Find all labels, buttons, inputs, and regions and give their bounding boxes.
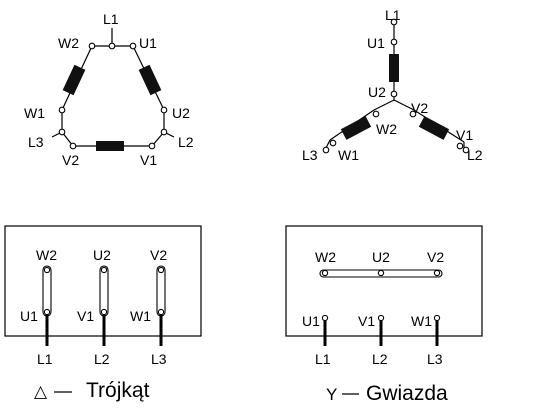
delta-box-terminal-u1 xyxy=(43,308,51,316)
delta-terminal-v2 xyxy=(69,142,77,150)
delta-label-l3: L3 xyxy=(28,134,44,150)
delta-label-u1: U1 xyxy=(139,35,157,51)
star-box-label-u2: U2 xyxy=(372,249,390,265)
star-box-label-u1: U1 xyxy=(302,313,320,329)
star-terminal-w2 xyxy=(372,110,380,118)
delta-coil-u xyxy=(138,64,162,96)
delta-box-label-u2: U2 xyxy=(93,247,111,263)
star-box-terminal-u2 xyxy=(377,269,385,277)
delta-box-terminal-u2 xyxy=(100,266,108,274)
star-box-terminal-v2 xyxy=(433,269,441,277)
star-box-label-l3: L3 xyxy=(427,351,443,367)
delta-label-u2: U2 xyxy=(172,105,190,121)
star-box-label-v2: V2 xyxy=(427,249,444,265)
delta-box-terminal-v2 xyxy=(157,266,165,274)
star-box-label-v1: V1 xyxy=(358,313,375,329)
star-terminal-l1 xyxy=(390,18,398,26)
star-box-terminal-w1 xyxy=(433,314,441,322)
delta-box-label-l2: L2 xyxy=(94,351,110,367)
delta-symbol: △ xyxy=(34,382,48,401)
delta-box-terminal-w2 xyxy=(43,266,51,274)
star-coil-v xyxy=(418,116,450,140)
delta-box-label-w2: W2 xyxy=(36,247,57,263)
star-box-terminal-v1 xyxy=(377,314,385,322)
delta-caption: △ Trójkąt xyxy=(34,379,150,402)
delta-box-label-v2: V2 xyxy=(150,247,167,263)
star-terminal-box: W2 U2 V2 U1 V1 W1 L1 L2 L3 xyxy=(285,225,483,367)
star-terminal-v1 xyxy=(456,142,464,150)
delta-terminal-l3 xyxy=(58,128,66,136)
delta-link-bar-2 xyxy=(99,265,109,317)
star-box-label-w2: W2 xyxy=(315,249,336,265)
star-terminal-l3 xyxy=(322,146,330,154)
star-box-label-l2: L2 xyxy=(372,351,388,367)
star-caption-text: Gwiazda xyxy=(366,382,448,405)
star-center-right xyxy=(393,99,415,111)
star-label-w2: W2 xyxy=(376,121,397,137)
delta-box-terminal-w1 xyxy=(157,308,165,316)
star-label-l3: L3 xyxy=(302,147,318,163)
delta-terminal-l1 xyxy=(108,42,116,50)
star-label-v2: V2 xyxy=(411,100,428,116)
delta-coil-w xyxy=(62,64,86,96)
delta-label-w2: W2 xyxy=(58,35,79,51)
delta-box-terminal-v1 xyxy=(100,308,108,316)
star-schematic: L1 U1 U2 V2 W2 V1 L3 W1 L2 xyxy=(302,7,483,163)
delta-box-label-v1: V1 xyxy=(77,308,94,324)
star-caption: Y Gwiazda xyxy=(326,382,448,405)
star-label-v1: V1 xyxy=(456,127,473,143)
delta-label-l2: L2 xyxy=(178,134,194,150)
star-box-terminal-u1 xyxy=(321,314,329,322)
delta-box-label-l3: L3 xyxy=(151,351,167,367)
delta-terminal-v1 xyxy=(148,142,156,150)
star-label-u1: U1 xyxy=(367,35,385,51)
star-box-terminal-w2 xyxy=(321,269,329,277)
delta-terminal-box: W2 U2 V2 U1 V1 W1 L1 L2 L3 xyxy=(4,225,202,367)
star-center-left xyxy=(373,99,395,111)
star-symbol: Y xyxy=(326,385,337,404)
delta-label-v1: V1 xyxy=(140,152,157,168)
delta-terminal-l2 xyxy=(160,128,168,136)
star-terminal-w1 xyxy=(329,139,337,147)
star-box-label-l1: L1 xyxy=(315,351,331,367)
delta-box-label-l1: L1 xyxy=(37,351,53,367)
star-box-frame xyxy=(285,225,483,337)
star-label-w1: W1 xyxy=(338,147,359,163)
delta-schematic: L1 W2 U1 W1 U2 L3 L2 V2 V1 xyxy=(24,11,194,168)
star-label-l2: L2 xyxy=(467,147,483,163)
star-terminal-u1 xyxy=(390,38,398,46)
star-label-u2: U2 xyxy=(368,84,386,100)
star-coil-u xyxy=(389,54,399,82)
delta-link-bar-1 xyxy=(42,265,52,317)
delta-label-w1: W1 xyxy=(24,105,45,121)
delta-caption-text: Trójkąt xyxy=(86,379,150,402)
delta-link-bar-3 xyxy=(156,265,166,317)
star-terminal-v2 xyxy=(409,110,417,118)
star-terminal-u2 xyxy=(390,90,398,98)
delta-box-label-w1: W1 xyxy=(130,308,151,324)
delta-label-l1: L1 xyxy=(103,11,119,27)
delta-terminal-w2 xyxy=(88,42,96,50)
delta-terminal-u2 xyxy=(160,106,168,114)
star-terminal-l2 xyxy=(462,146,470,154)
star-box-label-w1: W1 xyxy=(411,313,432,329)
delta-terminal-w1 xyxy=(58,106,66,114)
star-l3-lead xyxy=(325,139,331,149)
delta-coil-v xyxy=(96,141,124,151)
star-coil-w xyxy=(340,116,372,140)
delta-label-v2: V2 xyxy=(62,152,79,168)
delta-box-label-u1: U1 xyxy=(20,308,38,324)
star-label-l1: L1 xyxy=(385,7,401,23)
delta-terminal-u1 xyxy=(129,42,137,50)
